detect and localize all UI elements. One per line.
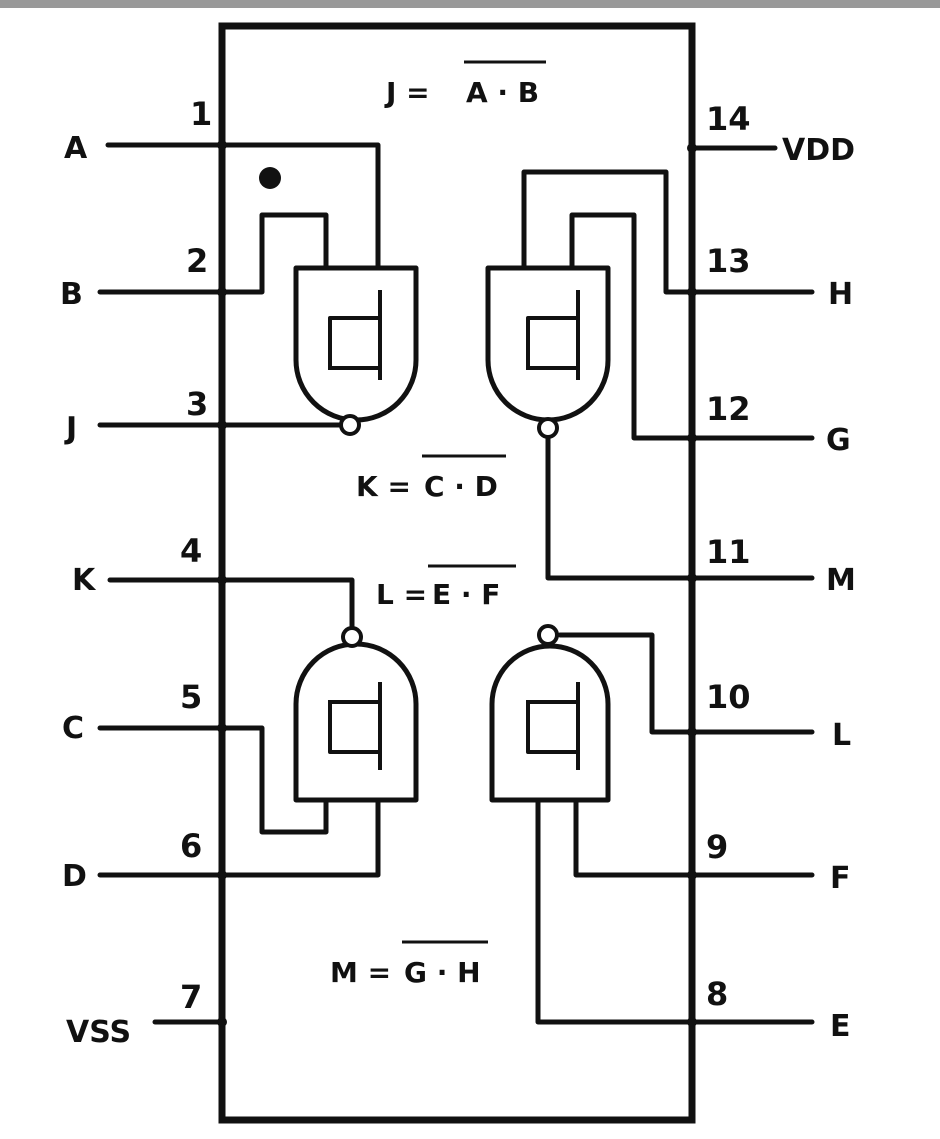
pin-signal-13: H: [828, 277, 853, 312]
wire-gate2-m: [545, 435, 695, 581]
wire-g-gate2: [569, 212, 695, 441]
pin-signal-11: M: [826, 563, 856, 598]
pin-signal-7: VSS: [66, 1015, 131, 1050]
equation-j: J = A · B: [384, 60, 546, 109]
wire-c-gate3: [219, 725, 329, 835]
pin-number-2: 2: [186, 242, 208, 280]
equation-m: M = G · H: [330, 940, 488, 989]
pin-number-1: 1: [190, 95, 212, 133]
pin-number-8: 8: [706, 975, 728, 1013]
wire-f-gate4: [573, 797, 695, 878]
inverter-bubble: [339, 414, 361, 436]
wire-gate4-l: [557, 632, 695, 735]
pin-number-5: 5: [180, 678, 202, 716]
pin-number-4: 4: [180, 532, 202, 570]
wire-gate3-k: [219, 577, 355, 630]
wire-b-gate1: [219, 212, 329, 295]
wire-d-gate3: [219, 797, 381, 878]
pin-signal-5: C: [62, 711, 84, 746]
nand-gate-1: [293, 265, 419, 436]
nand-gate-3: [293, 626, 419, 803]
ic-body: [218, 22, 696, 1124]
pin-number-14: 14: [706, 100, 751, 138]
equation-j-lhs: J =: [384, 76, 430, 109]
junction-dots: [217, 140, 697, 1027]
equation-l: L = E · F: [376, 564, 516, 611]
equation-j-rhs: A · B: [466, 76, 539, 109]
pin-signal-6: D: [62, 859, 87, 894]
pin-signal-2: B: [60, 277, 83, 312]
pin-number-13: 13: [706, 242, 751, 280]
inverter-bubble: [537, 624, 559, 646]
pin1-orientation-dot: [259, 167, 281, 189]
pin-signal-12: G: [826, 423, 851, 458]
equation-m-lhs: M =: [330, 956, 391, 989]
pin-number-9: 9: [706, 828, 728, 866]
equation-m-rhs: G · H: [404, 956, 481, 989]
equation-l-lhs: L =: [376, 578, 427, 611]
pin-number-10: 10: [706, 678, 751, 716]
pin-signal-14: VDD: [782, 133, 855, 168]
pin-number-3: 3: [186, 385, 208, 423]
wire-e-gate4: [535, 797, 695, 1025]
pin-signal-1: A: [64, 131, 88, 166]
equation-k: K = C · D: [356, 454, 506, 503]
equation-k-lhs: K =: [356, 470, 411, 503]
pin-number-12: 12: [706, 390, 751, 428]
nand-gate-4: [489, 624, 611, 803]
pin-number-11: 11: [706, 533, 751, 571]
top-border: [0, 0, 940, 8]
inverter-bubble: [537, 417, 559, 439]
pin-signal-8: E: [830, 1009, 851, 1044]
pin-signal-9: F: [830, 861, 851, 896]
pin-number-7: 7: [180, 978, 202, 1016]
pin-signal-3: J: [64, 411, 77, 446]
nand-gate-2: [485, 265, 611, 439]
pin-signal-4: K: [72, 563, 97, 598]
wire-a-gate1: [219, 142, 381, 271]
inverter-bubble: [341, 626, 363, 648]
wire-h-gate2: [521, 169, 695, 295]
pin-signal-10: L: [832, 718, 851, 753]
equation-l-rhs: E · F: [432, 578, 500, 611]
equation-k-rhs: C · D: [424, 470, 498, 503]
pin-number-6: 6: [180, 827, 202, 865]
